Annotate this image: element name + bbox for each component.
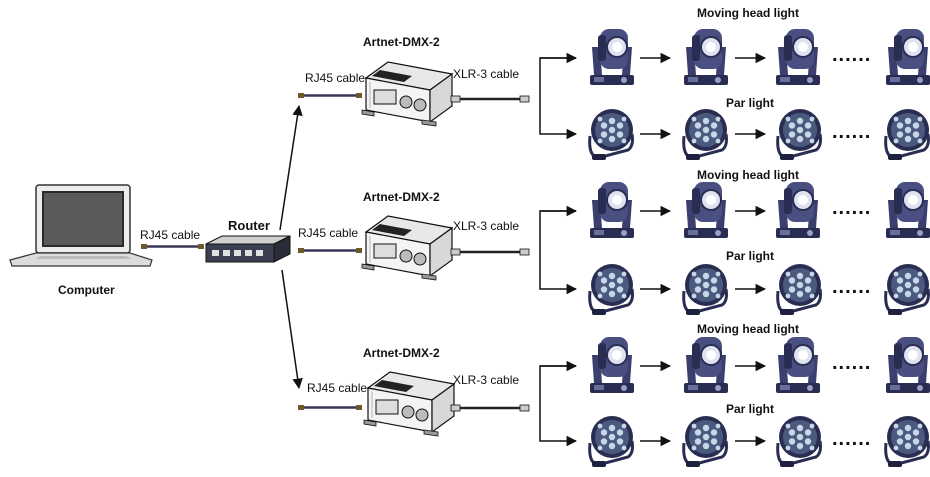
par-row-1 — [588, 107, 930, 162]
computer-label: Computer — [58, 283, 115, 297]
router-label: Router — [228, 218, 270, 233]
controller-title-1: Artnet-DMX-2 — [363, 35, 440, 49]
moving-head-row-2 — [589, 181, 930, 239]
xlr-cable-2 — [450, 248, 530, 256]
rj45-cable-label-computer: RJ45 cable — [140, 228, 201, 242]
par-row-2 — [588, 262, 930, 317]
xlr-cable-label-3: XLR-3 cable — [453, 373, 520, 387]
par-light-label-3: Par light — [726, 402, 775, 416]
moving-head-label-1: Moving head light — [697, 6, 799, 20]
branch-connector-2 — [539, 205, 578, 295]
moving-head-row-1 — [589, 28, 930, 86]
rj45-cable-2 — [298, 248, 362, 253]
branch-connector-1 — [539, 52, 578, 140]
laptop-icon — [9, 184, 153, 267]
artnet-dmx-box-3 — [363, 371, 455, 437]
branch-connector-3 — [539, 360, 578, 447]
rj45-cable-label-1: RJ45 cable — [305, 71, 366, 85]
router-arrow-down — [281, 269, 303, 390]
controller-title-3: Artnet-DMX-2 — [363, 346, 440, 360]
moving-head-label-2: Moving head light — [697, 168, 799, 182]
rj45-cable-label-2: RJ45 cable — [298, 226, 359, 240]
router-icon — [205, 235, 291, 263]
moving-head-row-3 — [589, 336, 930, 394]
ellipsis-par-3: ...... — [832, 428, 872, 450]
ellipsis-par-1: ...... — [832, 121, 872, 143]
rj45-cable-computer — [141, 244, 204, 249]
ellipsis-par-2: ...... — [832, 276, 872, 298]
ellipsis-mh-2: ...... — [832, 197, 872, 219]
artnet-dmx-box-2 — [361, 215, 453, 281]
artnet-dmx-box-1 — [361, 61, 453, 127]
controller-title-2: Artnet-DMX-2 — [363, 190, 440, 204]
ellipsis-mh-3: ...... — [832, 352, 872, 374]
ellipsis-mh-1: ...... — [832, 44, 872, 66]
par-light-label-2: Par light — [726, 249, 775, 263]
xlr-cable-1 — [450, 95, 530, 103]
xlr-cable-3 — [450, 404, 530, 412]
xlr-cable-label-1: XLR-3 cable — [453, 67, 520, 81]
xlr-cable-label-2: XLR-3 cable — [453, 219, 520, 233]
rj45-cable-label-3: RJ45 cable — [307, 381, 368, 395]
rj45-cable-1 — [298, 93, 362, 98]
par-row-3 — [588, 414, 930, 469]
rj45-cable-3 — [298, 405, 362, 410]
moving-head-label-3: Moving head light — [697, 322, 799, 336]
router-arrow-up — [279, 104, 303, 231]
par-light-label-1: Par light — [726, 96, 775, 110]
